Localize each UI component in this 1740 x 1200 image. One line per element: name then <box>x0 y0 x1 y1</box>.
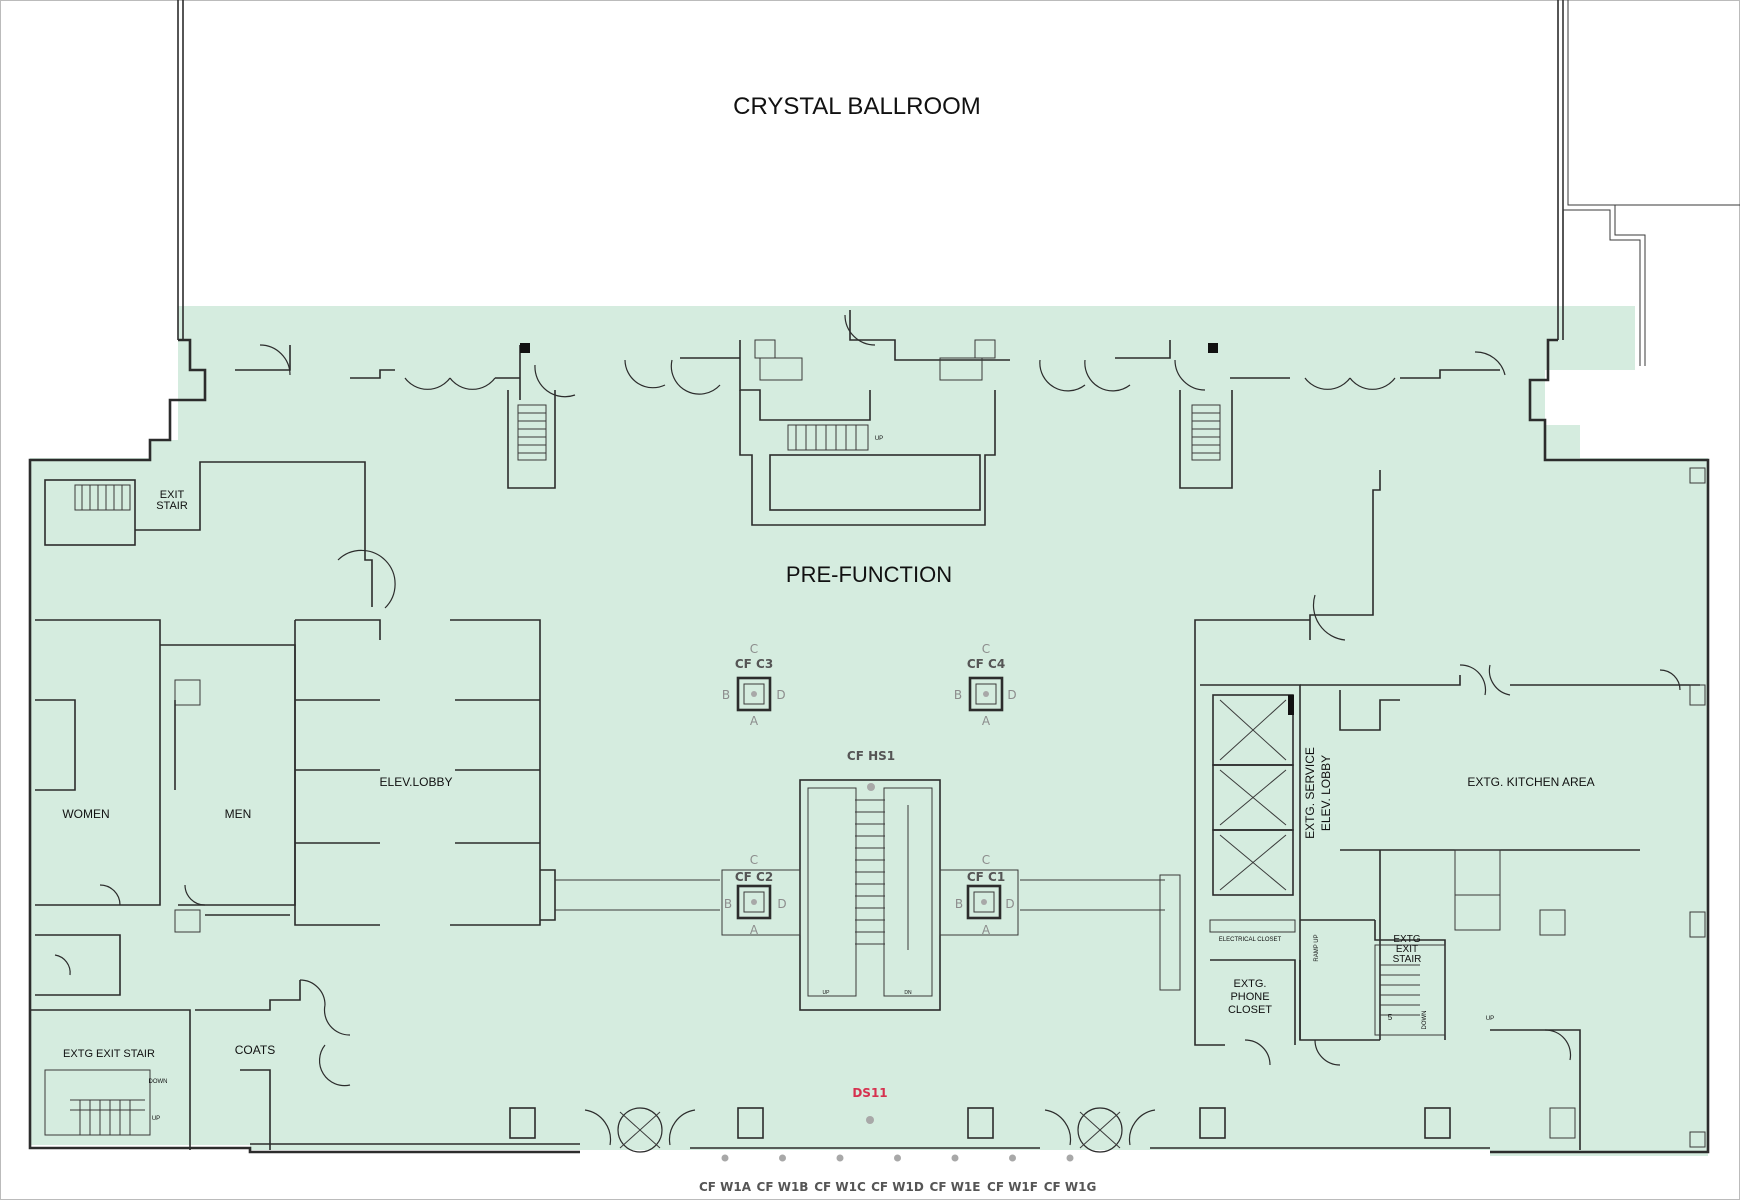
wall-point-label: CF W1C <box>814 1180 866 1194</box>
cf-c3-code: CF C3 <box>735 657 773 671</box>
cf-c2-code: CF C2 <box>735 870 773 884</box>
cf-c1-c-label: C <box>982 853 990 867</box>
ramp-label: RAMP UP <box>1314 934 1320 961</box>
side-stairs <box>507 343 1233 489</box>
wall-point-label: CF W1A <box>699 1180 752 1194</box>
men-label: MEN <box>225 807 252 821</box>
escalator-dn-label: DN <box>904 990 912 996</box>
southwest-wing <box>30 934 351 1150</box>
cf-c2-d-label: D <box>777 897 786 911</box>
cf-c3-a-label: A <box>750 714 759 728</box>
revolving-door-west <box>584 1107 696 1153</box>
east-wing <box>1194 467 1706 1150</box>
revolving-door-east <box>1044 1107 1156 1153</box>
cf-c2-a-label: A <box>750 923 759 937</box>
extg-exit-label-1: EXTG <box>1393 934 1420 945</box>
wall-point-label: CF W1D <box>871 1180 924 1194</box>
cf-c1-d-label: D <box>1005 897 1014 911</box>
cf-hs1-label: CF HS1 <box>847 749 895 763</box>
south-corridor <box>509 869 1451 1153</box>
ds11-label: DS11 <box>852 1086 887 1100</box>
column-cf-c3 <box>736 676 772 712</box>
cf-c4-a-label: A <box>982 714 991 728</box>
cf-c1-a-label: A <box>982 923 991 937</box>
cf-c4-d-label: D <box>1007 688 1016 702</box>
ballroom-label: CRYSTAL BALLROOM <box>733 93 981 120</box>
cf-hs1-marker <box>867 783 875 791</box>
cf-c2-b-label: B <box>724 897 732 911</box>
cf-c4-b-label: B <box>954 688 962 702</box>
elev-lobby-label: ELEV.LOBBY <box>380 775 453 789</box>
wall-point-label: CF W1F <box>987 1180 1038 1194</box>
outer-walls <box>28 338 1710 1154</box>
north-doors <box>235 310 1506 421</box>
column-cf-c2 <box>721 869 801 936</box>
extg-exit-label-2: EXIT <box>1396 944 1418 955</box>
cf-c2-c-label: C <box>750 853 758 867</box>
column-cf-c4 <box>968 676 1004 712</box>
women-label: WOMEN <box>62 807 109 821</box>
column-markers <box>721 676 1019 936</box>
service-lobby-label-2: ELEV. LOBBY <box>1319 755 1333 831</box>
phone-closet-label-2: PHONE <box>1230 991 1269 1003</box>
cf-c1-code: CF C1 <box>967 870 1005 884</box>
ds11-marker <box>866 1116 874 1124</box>
coats-label: COATS <box>235 1043 275 1057</box>
room-labels: CRYSTAL BALLROOM PRE-FUNCTION ELEV.LOBBY… <box>62 93 1594 1122</box>
phone-closet-label-1: EXTG. <box>1233 978 1266 990</box>
escalator-up-label: UP <box>823 990 831 996</box>
extg-exit-stair-label: EXTG EXIT STAIR <box>63 1048 155 1060</box>
service-lobby-label-1: EXTG. SERVICE <box>1303 747 1317 839</box>
wall-point-marker <box>1009 1154 1016 1162</box>
north-stair <box>739 339 996 526</box>
cf-c3-b-label: B <box>722 688 730 702</box>
wall-point-marker <box>1066 1154 1074 1162</box>
phone-closet-label-3: CLOSET <box>1228 1004 1272 1016</box>
east-stair-up-label: UP <box>1486 1016 1494 1022</box>
prefunction-label: PRE-FUNCTION <box>786 562 952 587</box>
wall-point-label: CF W1E <box>930 1180 981 1194</box>
column-cf-c1 <box>939 869 1019 936</box>
cf-c3-c-label: C <box>750 642 758 656</box>
stair-number-label: 5 <box>1388 1013 1393 1022</box>
cf-c3-d-label: D <box>776 688 785 702</box>
east-stair-down-label: DOWN <box>1422 1011 1428 1030</box>
column-labels: C CF C3 B D A C CF C4 B D A C CF C2 B D … <box>722 642 1017 937</box>
cf-c4-code: CF C4 <box>967 657 1005 671</box>
west-wing <box>35 461 541 933</box>
north-stair-up-label: UP <box>875 436 883 442</box>
wall-point-marker <box>951 1154 959 1162</box>
wall-point-label: CF W1G <box>1044 1180 1097 1194</box>
electrical-closet-label: ELECTRICAL CLOSET <box>1219 937 1282 943</box>
exit-stair-label-1: EXIT <box>160 489 185 501</box>
cf-c4-c-label: C <box>982 642 990 656</box>
sw-stair-down-label: DOWN <box>149 1079 168 1085</box>
ballroom-outline <box>177 0 1740 366</box>
extg-exit-label-3: STAIR <box>1393 954 1422 965</box>
wall-point-marker <box>894 1154 901 1162</box>
wall-points: CF W1A CF W1B CF W1C CF W1D CF W1E CF W1F CF W… <box>699 1154 1097 1194</box>
exit-stair-label-2: STAIR <box>156 500 188 512</box>
wall-point-marker <box>721 1154 729 1162</box>
sw-stair-up-label: UP <box>152 1116 160 1122</box>
wall-point-marker <box>836 1154 844 1162</box>
wall-point-marker <box>779 1154 786 1162</box>
kitchen-label: EXTG. KITCHEN AREA <box>1467 775 1594 789</box>
wall-point-label: CF W1B <box>757 1180 809 1194</box>
cf-c1-b-label: B <box>955 897 963 911</box>
prefunction-floor-area <box>30 306 1708 1156</box>
